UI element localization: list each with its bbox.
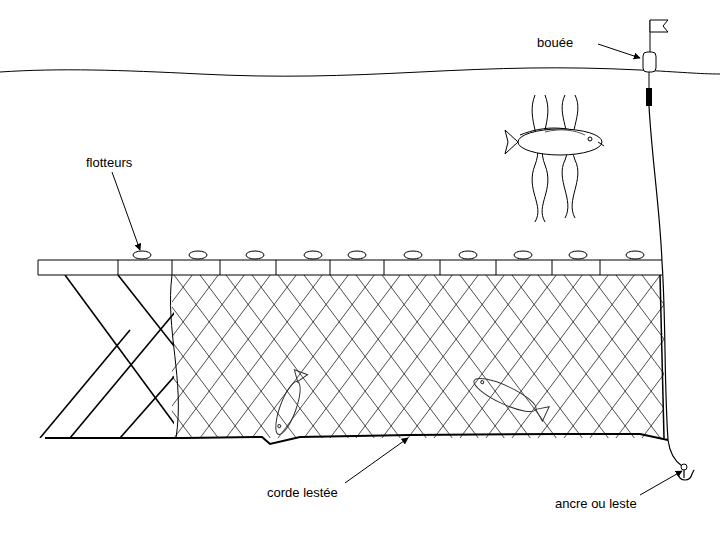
anchor-label: ancre ou leste [553,496,639,512]
float [133,251,151,259]
float-tie [276,260,277,275]
lead-line-label: corde lestée [265,485,340,501]
net-mesh [0,275,720,438]
float [404,251,422,259]
float [569,251,587,259]
float-tie [496,260,497,275]
water-surface [0,68,720,76]
float [626,251,644,259]
float [514,251,532,259]
floats [118,251,644,275]
float [189,251,207,259]
float-tie [552,260,553,275]
float-tie [172,260,173,275]
float [459,251,477,259]
caught-fish [271,370,550,437]
float-tie [440,260,441,275]
float-tie [330,260,331,275]
float [246,251,264,259]
float-tie [118,260,119,275]
lead-line [45,434,668,444]
float-tie [384,260,385,275]
float [304,251,322,259]
fish-in-twine [505,95,604,222]
float-line [38,260,662,275]
leader-line [640,471,682,495]
leader-line [345,438,408,483]
float-tie [220,260,221,275]
float [348,251,366,259]
float-tie [600,260,601,275]
floats-label: flotteurs [84,155,134,171]
buoy-label: bouée [535,35,575,51]
leader-line [598,44,640,58]
buoy [643,20,682,466]
leader-line [112,172,140,250]
